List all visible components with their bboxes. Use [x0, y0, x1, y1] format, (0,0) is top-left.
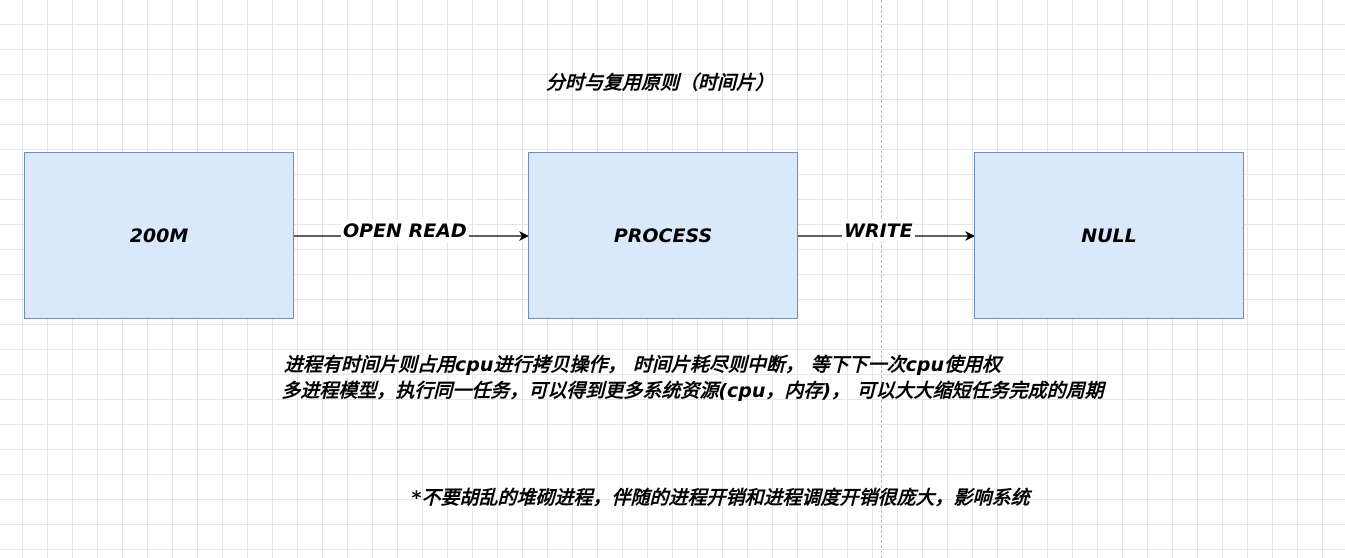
node-process-label: PROCESS [613, 224, 713, 247]
edge-label-open-read: OPEN READ [341, 220, 469, 242]
diagram-title: 分时与复用原则（时间片） [545, 72, 774, 94]
edge-label-write: WRITE [842, 220, 915, 242]
node-200m-label: 200M [129, 224, 189, 247]
node-null[interactable]: NULL [974, 152, 1244, 319]
dashed-guide-line [881, 0, 882, 558]
note-line-multiprocess: 多进程模型，执行同一任务，可以得到更多系统资源(cpu，内存)， 可以大大缩短任… [281, 380, 1104, 402]
note-line-warning: *不要胡乱的堆砌进程，伴随的进程开销和进程调度开销很庞大，影响系统 [411, 487, 1030, 509]
node-process[interactable]: PROCESS [528, 152, 798, 319]
node-null-label: NULL [1081, 224, 1137, 247]
note-line-timeslice: 进程有时间片则占用cpu进行拷贝操作， 时间片耗尽则中断， 等下下一次cpu使用… [283, 354, 1001, 376]
node-200m[interactable]: 200M [24, 152, 294, 319]
